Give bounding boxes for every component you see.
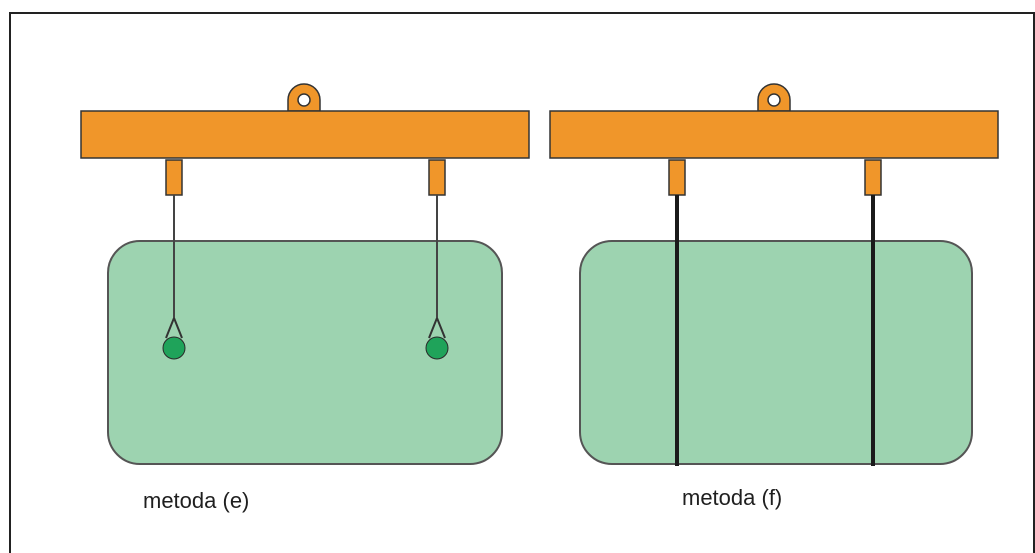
caption-method-f: metoda (f) xyxy=(682,485,782,510)
frame-border xyxy=(9,12,1035,553)
lifting-eye-icon xyxy=(757,83,791,112)
hanger-right xyxy=(864,159,882,196)
lifting-point-left xyxy=(162,336,186,360)
hanger-left xyxy=(668,159,686,196)
spreader-beam xyxy=(549,110,999,159)
hook-right-icon xyxy=(428,317,446,339)
spreader-beam xyxy=(80,110,530,159)
load-block xyxy=(107,240,503,465)
load-block xyxy=(579,240,973,465)
hook-left-icon xyxy=(165,317,183,339)
lifting-point-right xyxy=(425,336,449,360)
lifting-eye-icon xyxy=(287,83,321,112)
hanger-left xyxy=(165,159,183,196)
hanger-right xyxy=(428,159,446,196)
diagram-method-e: metoda (e) xyxy=(80,83,530,513)
diagram-method-f: metoda (f) xyxy=(549,83,999,510)
caption-method-e: metoda (e) xyxy=(143,488,249,513)
